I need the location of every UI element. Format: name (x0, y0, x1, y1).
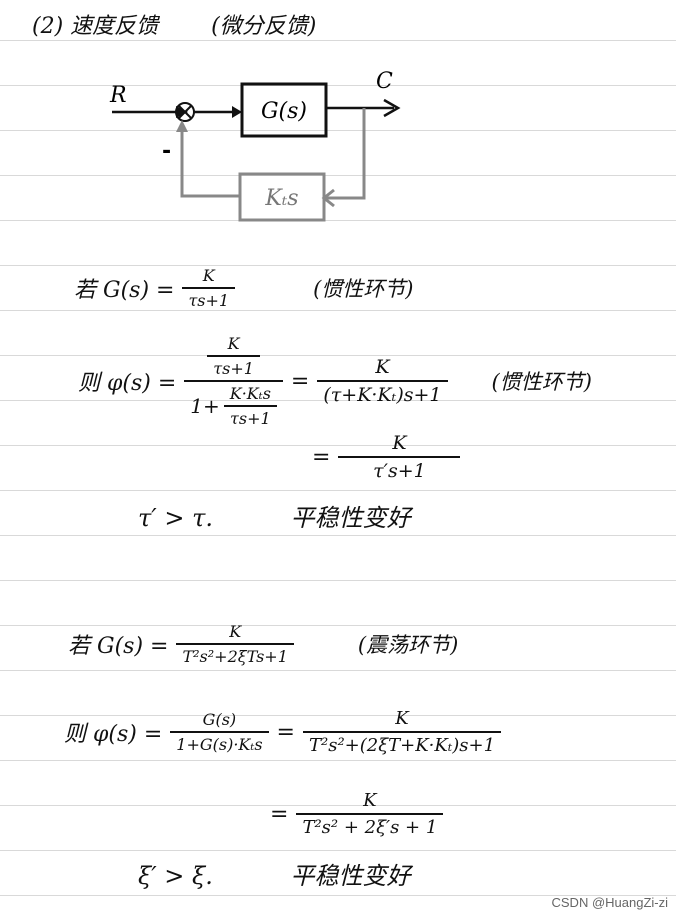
case1-phi-denominator: 1+ K·Kₜs τs+1 (184, 380, 283, 428)
case1-phi-den-num: K·Kₜs (229, 384, 271, 403)
case1-result2-den: τ′s+1 (338, 456, 461, 482)
case1-result1-den: (τ+K·Kₜ)s+1 (317, 380, 448, 406)
case2-eq-sign: = (276, 719, 295, 745)
output-label: C (376, 69, 393, 94)
case2-result1-num: K (395, 708, 409, 729)
case2-g-num: K (229, 622, 242, 641)
case1-result2-fraction: K τ′s+1 (338, 432, 461, 482)
case1-conclusion: τ′ > τ. (138, 504, 213, 532)
case2-then-label: 则 φ(s) = (64, 722, 163, 747)
case2-conclusion-row: ξ′ > ξ. 平稳性变好 (138, 856, 411, 891)
minus-sign: - (162, 139, 171, 164)
case2-phi-fraction: G(s) 1+G(s)·Kₜs (170, 710, 269, 754)
case1-result2-row: = K τ′s+1 (312, 432, 461, 482)
case1-phi-den-prefix: 1+ (190, 394, 220, 418)
case1-if-label: 若 G(s) = (74, 278, 175, 303)
case1-result1-fraction: K (τ+K·Kₜ)s+1 (317, 356, 448, 406)
case2-conclusion: ξ′ > ξ. (138, 862, 213, 890)
case2-g-type: (震荡环节) (357, 633, 459, 657)
case1-phi-inner-den: τs+1 (207, 355, 260, 378)
case1-phi-fraction: K τs+1 1+ K·Kₜs τs+1 (184, 334, 283, 428)
case1-conclusion-row: τ′ > τ. 平稳性变好 (138, 498, 411, 533)
case1-then-label: 则 φ(s) = (78, 371, 177, 396)
case2-result1-fraction: K T²s²+(2ξT+K·Kₜ)s+1 (302, 708, 502, 756)
feedback-takeoff-line (326, 108, 366, 200)
case2-if-row: 若 G(s) = K T²s²+2ξTs+1 (震荡环节) (68, 622, 458, 666)
case2-result1-den: T²s²+(2ξT+K·Kₜ)s+1 (302, 731, 502, 756)
case1-phi-inner-num: K (227, 334, 240, 353)
case1-phi-numerator: K τs+1 (201, 334, 266, 380)
case1-phi-inner-fraction: K τs+1 (207, 334, 260, 378)
case2-eq-sign-2: = (270, 801, 289, 827)
case1-eq-sign: = (290, 368, 310, 394)
forward-block-label: G(s) (261, 99, 307, 124)
block-diagram-svg: R C G(s) Kₜs - (109, 69, 401, 222)
block-diagram: R C G(s) Kₜs - (100, 60, 420, 234)
case2-result2-fraction: K T²s² + 2ξ′s + 1 (296, 790, 444, 838)
case1-result2-num: K (392, 432, 407, 454)
case1-effect: 平稳性变好 (290, 504, 411, 532)
feedback-return-arrowhead (176, 120, 188, 132)
case1-phi-den-den: τs+1 (224, 405, 277, 428)
case1-then-row: 则 φ(s) = K τs+1 1+ K·Kₜs τs+1 = K (τ+K·K… (78, 334, 592, 428)
case1-g-type: (惯性环节) (313, 277, 414, 301)
case2-result2-row: = K T²s² + 2ξ′s + 1 (270, 790, 444, 838)
case2-phi-den: 1+G(s)·Kₜs (170, 731, 269, 754)
watermark: CSDN @HuangZi-zi (551, 895, 669, 910)
case2-effect: 平稳性变好 (290, 862, 411, 890)
case2-result2-num: K (363, 790, 377, 811)
case2-g-den: T²s²+2ξTs+1 (176, 643, 294, 666)
case1-if-row: 若 G(s) = K τs+1 (惯性环节) (74, 266, 414, 310)
input-arrowhead (176, 106, 188, 118)
case1-eq-sign-2: = (312, 444, 331, 470)
feedback-block-label: Kₜs (264, 186, 298, 211)
feedback-return-line (180, 130, 240, 198)
title-type: (微分反馈) (211, 14, 317, 39)
case1-phi-den-fraction: K·Kₜs τs+1 (224, 384, 277, 428)
section-title: (2) 速度反馈 (微分反馈) (32, 8, 316, 40)
case2-g-fraction: K T²s²+2ξTs+1 (176, 622, 294, 666)
input-label: R (109, 83, 127, 108)
summing-cross-b (178, 105, 192, 119)
forward-block (240, 82, 328, 138)
output-arrowhead (383, 98, 401, 118)
case1-result1-num: K (375, 356, 390, 378)
block-arrowhead (232, 106, 242, 118)
case2-phi-num: G(s) (202, 710, 237, 729)
case1-result1-type: (惯性环节) (491, 370, 592, 394)
case2-result2-den: T²s² + 2ξ′s + 1 (296, 813, 444, 838)
case1-g-fraction: K τs+1 (182, 266, 236, 310)
case2-if-label: 若 G(s) = (68, 634, 169, 659)
title-heading: (2) 速度反馈 (32, 14, 159, 39)
case1-g-den: τs+1 (182, 287, 236, 310)
case2-then-row: 则 φ(s) = G(s) 1+G(s)·Kₜs = K T²s²+(2ξT+K… (64, 708, 502, 756)
case1-g-num: K (202, 266, 215, 285)
